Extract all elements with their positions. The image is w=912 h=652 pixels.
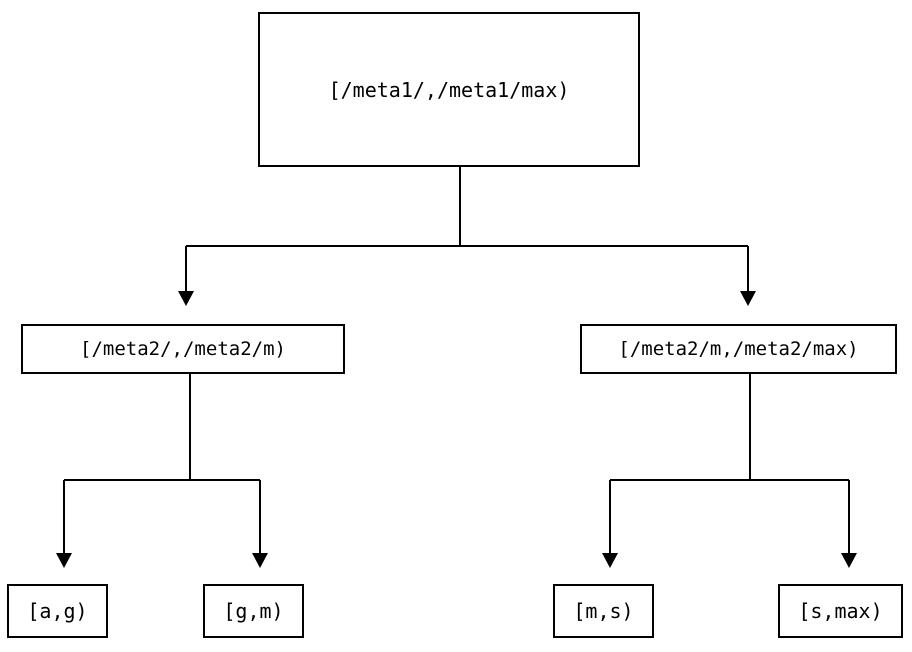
tree-node-leaf-2-label: [g,m)	[223, 599, 284, 623]
tree-node-leaf-2[interactable]: [g,m)	[203, 584, 304, 638]
tree-node-leaf-1[interactable]: [a,g)	[7, 584, 108, 638]
edge-mid-left-to-leaves	[56, 374, 268, 568]
arrowhead-to-leaf-2	[252, 553, 268, 568]
tree-node-root-label: [/meta1/,/meta1/max)	[328, 77, 570, 102]
tree-node-mid-right-label: [/meta2/m,/meta2/max)	[618, 337, 859, 360]
arrowhead-to-mid-right	[740, 291, 756, 306]
tree-node-mid-right[interactable]: [/meta2/m,/meta2/max)	[580, 324, 897, 374]
arrowhead-to-mid-left	[178, 291, 194, 306]
tree-node-leaf-3-label: [m,s)	[573, 599, 634, 623]
tree-node-leaf-1-label: [a,g)	[27, 599, 88, 623]
tree-node-leaf-3[interactable]: [m,s)	[553, 584, 654, 638]
tree-node-leaf-4[interactable]: [s,max)	[778, 584, 903, 638]
arrowhead-to-leaf-3	[602, 553, 618, 568]
arrowhead-to-leaf-1	[56, 553, 72, 568]
edge-mid-right-to-leaves	[602, 374, 857, 568]
tree-node-mid-left[interactable]: [/meta2/,/meta2/m)	[21, 324, 345, 374]
arrowhead-to-leaf-4	[841, 553, 857, 568]
tree-node-root[interactable]: [/meta1/,/meta1/max)	[258, 12, 640, 167]
edge-root-to-mid-level	[178, 167, 756, 306]
tree-node-mid-left-label: [/meta2/,/meta2/m)	[80, 337, 286, 360]
tree-node-leaf-4-label: [s,max)	[798, 599, 883, 623]
